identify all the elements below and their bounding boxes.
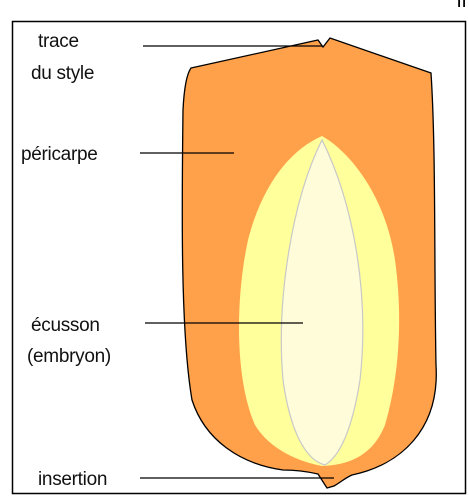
ecusson-label-line1: écusson [31, 315, 100, 336]
trace-style-label-line2: du style [31, 63, 94, 84]
ecusson-label-line2: (embryon) [27, 346, 111, 367]
trace-style-label-line1: trace [38, 31, 79, 52]
insertion-label: insertion [38, 469, 107, 490]
pericarpe-label: péricarpe [21, 144, 98, 165]
